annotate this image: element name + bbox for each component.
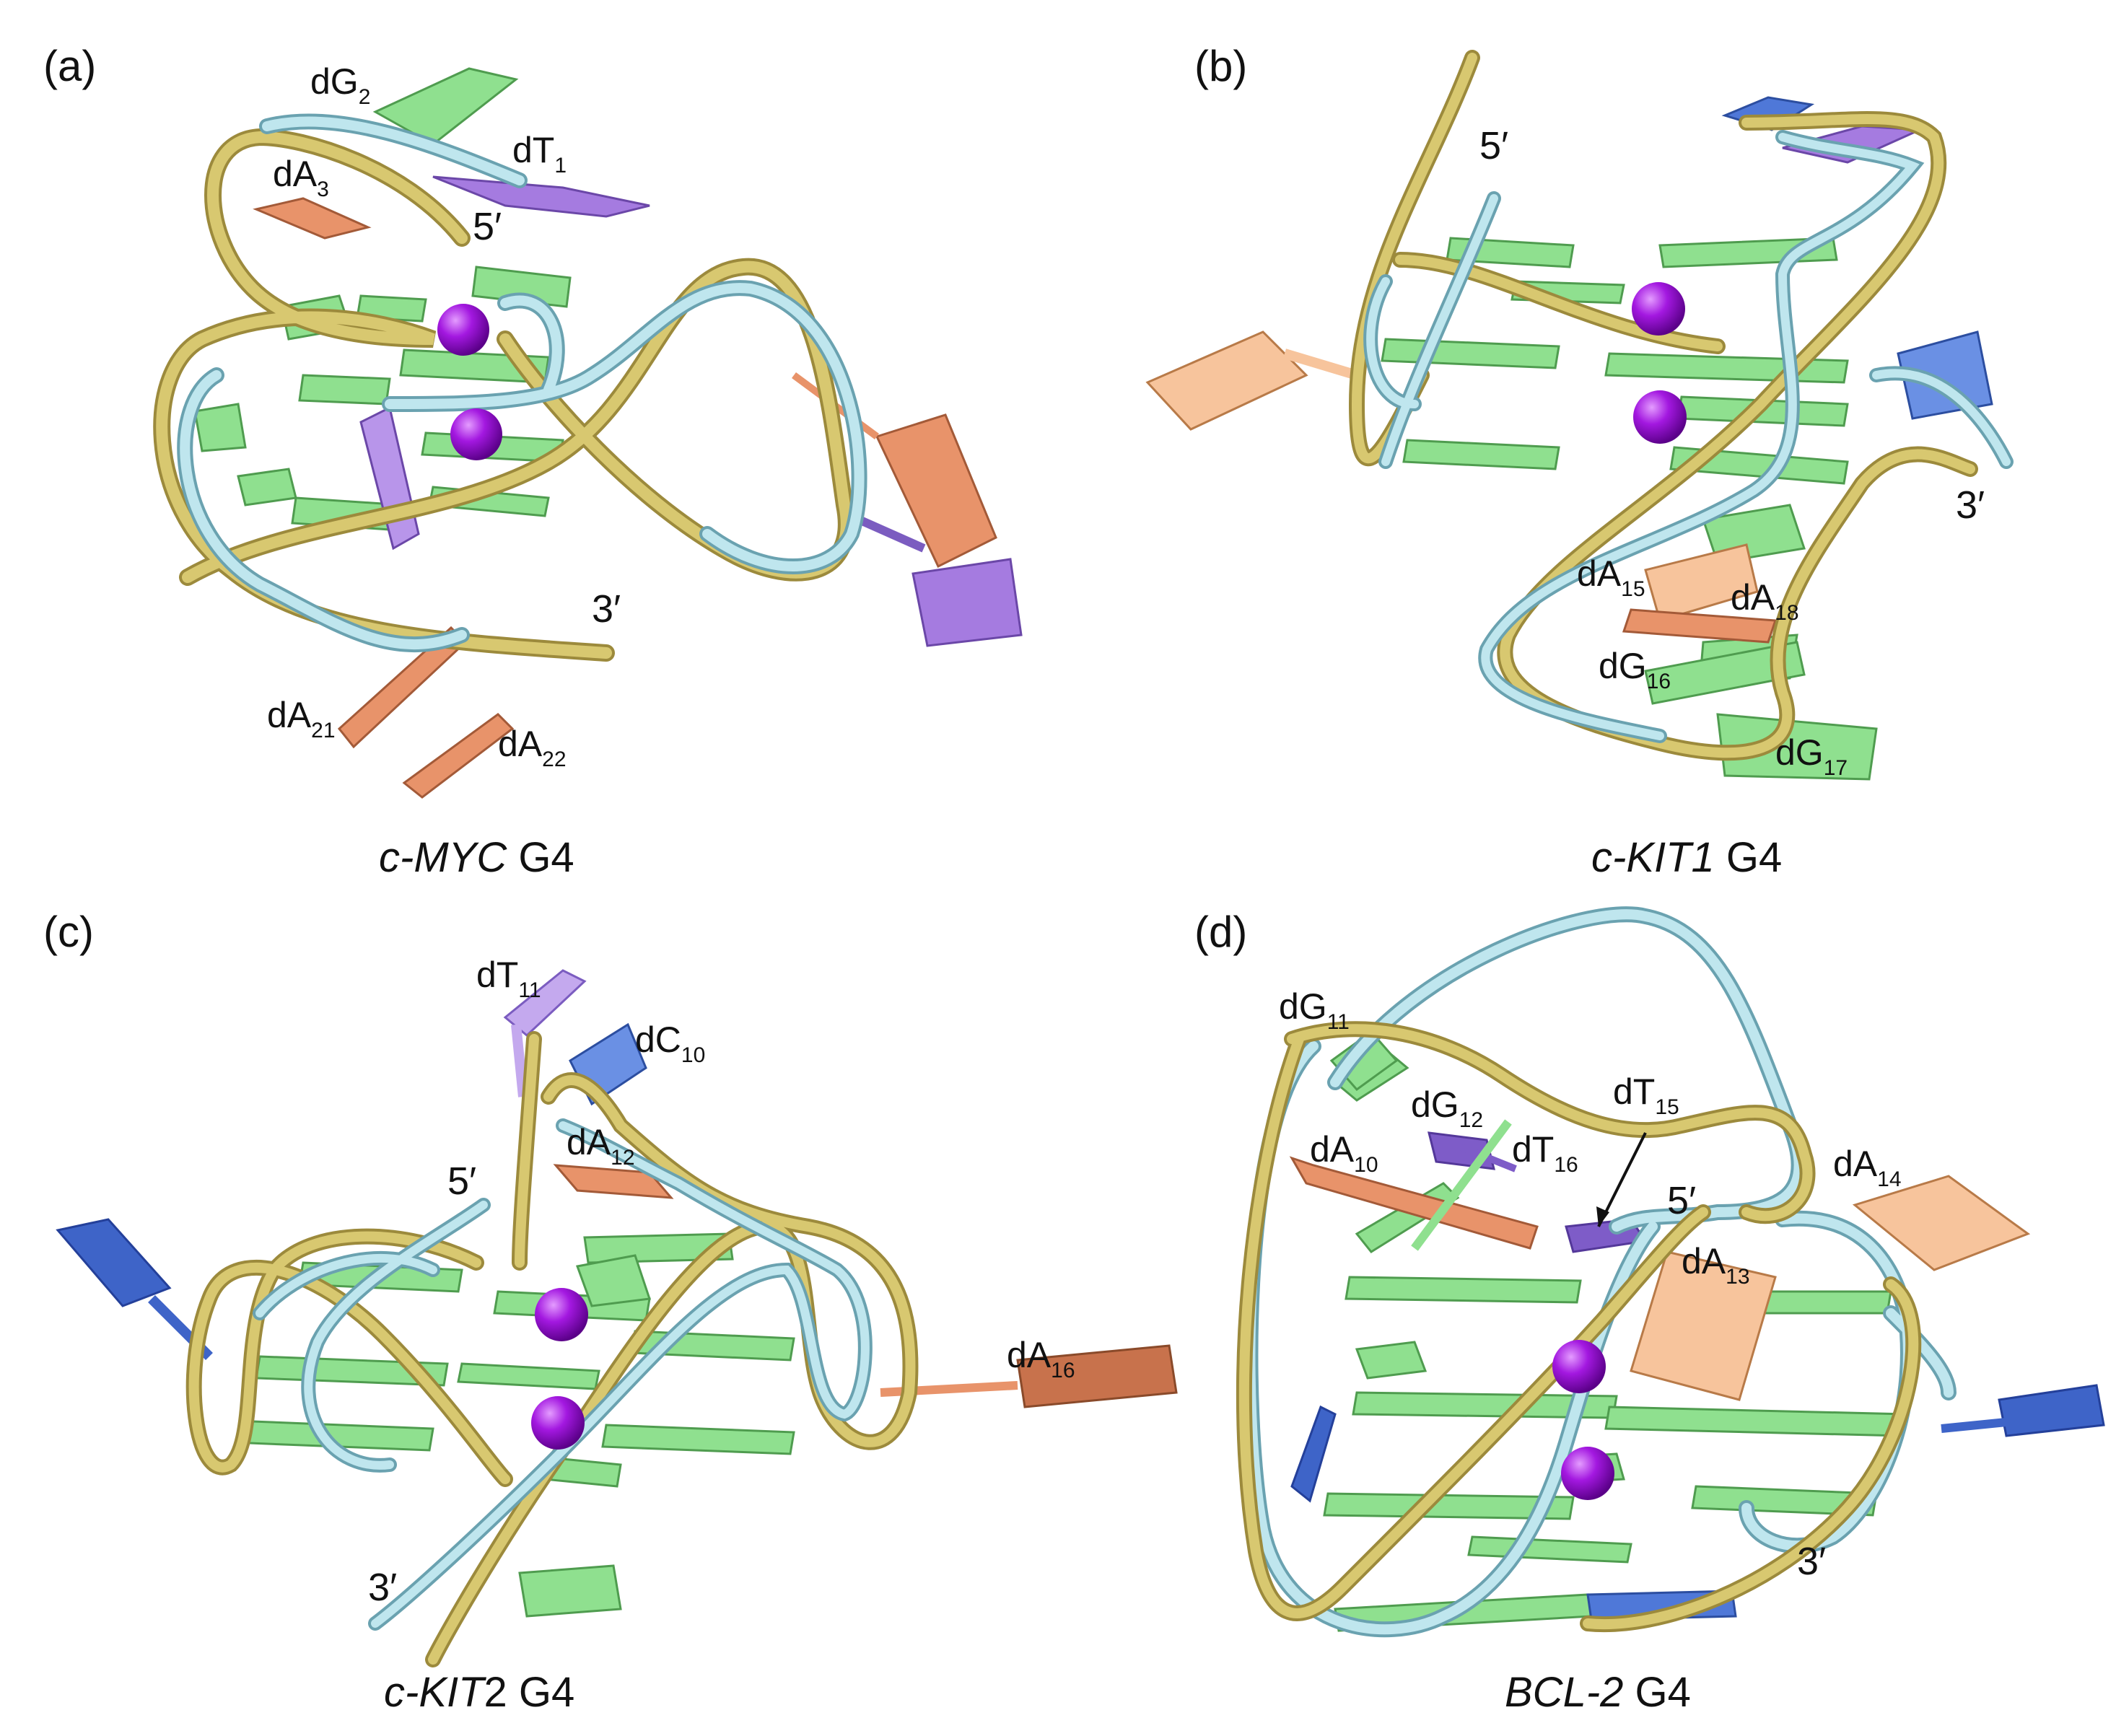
panel-a-dT1-base bbox=[432, 175, 650, 218]
panel-d-label-dG12: dG12 bbox=[1411, 1084, 1483, 1132]
panel-c-potassium-ion-upper bbox=[535, 1288, 588, 1341]
panel-a-potassium-ion-lower bbox=[450, 408, 502, 460]
panel-a-letter: (a) bbox=[43, 42, 96, 90]
panel-b-left-adenine bbox=[1145, 330, 1308, 431]
panel-b-label-dG16: dG16 bbox=[1599, 646, 1671, 693]
panel-a-label-dT1: dT1 bbox=[512, 130, 567, 177]
panel-d-potassium-ion-lower bbox=[1561, 1447, 1614, 1500]
panel-d-left-cytosine bbox=[1290, 1405, 1337, 1503]
panel-d: (d) dG11 dG12 dT15 dA10 dT16 dA14 dA13 5… bbox=[1194, 906, 2105, 1716]
panel-c-potassium-ion-lower bbox=[531, 1396, 585, 1450]
panel-c-3prime-label: 3′ bbox=[368, 1566, 397, 1609]
panel-d-label-dA10: dA10 bbox=[1310, 1129, 1378, 1177]
panel-b-dA15-base bbox=[1644, 543, 1759, 622]
panel-c-dA16-base bbox=[1016, 1344, 1178, 1408]
panel-a-label-dA21: dA21 bbox=[267, 695, 336, 742]
panel-b-letter: (b) bbox=[1194, 42, 1247, 90]
panel-a-caption: c-MYC G4 bbox=[379, 834, 574, 881]
panel-c-letter: (c) bbox=[43, 908, 94, 956]
panel-a-right-thymine bbox=[911, 558, 1023, 647]
panel-c-backbone-gold bbox=[185, 1031, 919, 1667]
panel-a-dA3-base bbox=[253, 197, 372, 240]
panel-c-label-dA12: dA12 bbox=[567, 1122, 635, 1170]
panel-b-3prime-label: 3′ bbox=[1956, 483, 1985, 527]
panel-a-right-adenine bbox=[875, 413, 997, 569]
panel-c-label-dT11: dT11 bbox=[476, 955, 541, 1002]
panel-d-label-dG11: dG11 bbox=[1279, 986, 1350, 1034]
panel-b-potassium-ion-upper bbox=[1632, 282, 1685, 336]
panel-c: (c) dT11 dC10 dA12 dA16 5′ 3′ c-KIT2 G4 bbox=[43, 908, 1178, 1716]
panel-b-label-dA18: dA18 bbox=[1731, 577, 1799, 625]
panel-a-label-dG2: dG2 bbox=[310, 61, 370, 109]
panel-d-label-dT15: dT15 bbox=[1613, 1071, 1679, 1119]
panel-c-caption: c-KIT2 G4 bbox=[384, 1669, 574, 1716]
panel-d-dA10-base bbox=[1289, 1156, 1539, 1250]
panel-d-3prime-label: 3′ bbox=[1797, 1540, 1826, 1583]
panel-c-label-dA16: dA16 bbox=[1007, 1335, 1075, 1382]
panel-c-dA12-base bbox=[553, 1164, 674, 1199]
panel-b-right-cytosine bbox=[1897, 330, 1993, 420]
panel-a-3prime-label: 3′ bbox=[592, 587, 621, 631]
panel-b-label-dA15: dA15 bbox=[1577, 553, 1645, 601]
panel-c-label-dC10: dC10 bbox=[635, 1020, 705, 1067]
panel-b: (b) 5′ 3′ dA15 dA18 dG16 dG17 c-KIT1 G4 bbox=[1145, 42, 2014, 881]
panel-b-dG16-base bbox=[1644, 641, 1806, 705]
panel-b-caption: c-KIT1 G4 bbox=[1591, 834, 1782, 881]
panel-d-label-dT16: dT16 bbox=[1512, 1129, 1578, 1177]
panel-a-5prime-label: 5′ bbox=[473, 205, 502, 248]
panel-c-5prime-label: 5′ bbox=[447, 1159, 476, 1203]
panel-b-dA18-base bbox=[1622, 608, 1778, 644]
panel-d-dA13-base bbox=[1630, 1250, 1777, 1401]
panel-d-potassium-ion-upper bbox=[1552, 1340, 1606, 1393]
panel-b-potassium-ion-lower bbox=[1633, 390, 1687, 444]
panel-a: (a) dG2 dT1 dA3 dA21 dA22 5′ 3′ c-MYC G4 bbox=[43, 42, 1023, 881]
panel-a-dA22-base bbox=[402, 713, 515, 799]
panel-d-caption: BCL-2 G4 bbox=[1505, 1669, 1691, 1716]
panel-a-label-dA3: dA3 bbox=[273, 154, 329, 201]
panel-d-label-dA13: dA13 bbox=[1682, 1241, 1750, 1289]
panel-a-potassium-ion-upper bbox=[437, 304, 489, 356]
panel-d-5prime-label: 5′ bbox=[1667, 1179, 1696, 1222]
panel-b-label-dG17: dG17 bbox=[1775, 732, 1848, 780]
panel-d-dA14-base bbox=[1852, 1175, 2031, 1271]
panel-a-label-dA22: dA22 bbox=[498, 724, 567, 771]
panel-b-5prime-label: 5′ bbox=[1479, 124, 1508, 167]
panel-d-right-cytosine bbox=[1998, 1384, 2105, 1437]
panel-d-label-dA14: dA14 bbox=[1833, 1144, 1902, 1191]
panel-d-letter: (d) bbox=[1194, 908, 1247, 956]
panel-c-left-cytosine bbox=[56, 1218, 172, 1307]
